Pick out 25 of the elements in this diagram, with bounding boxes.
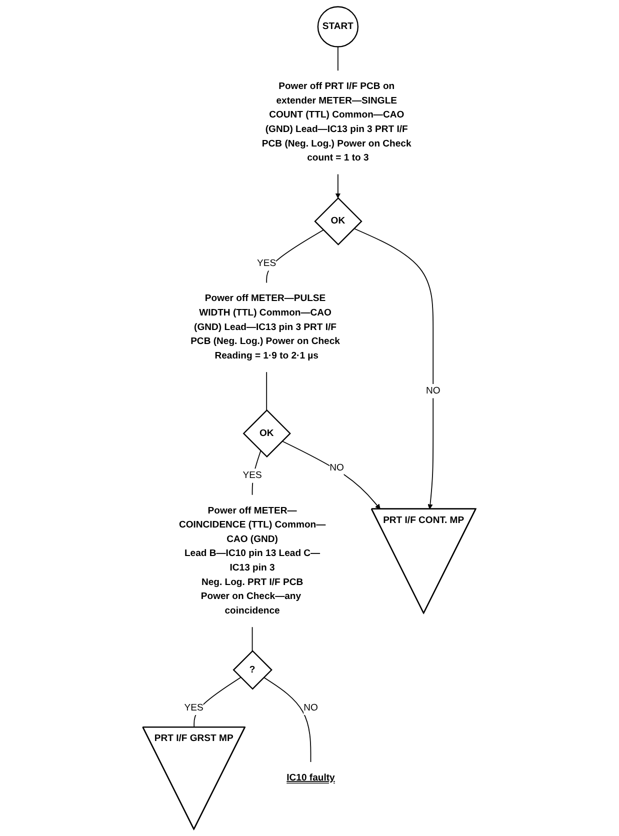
connector — [266, 230, 324, 284]
node-text: Power off PRT I/F PCB on extender METER—SINGLE COUNT (TTL) Common—CAO (GND) Lead—IC13 pin 3 PRT I/F PCB (Neg. Log.) Power on Check count = 1 to 3 — [262, 81, 412, 163]
node-diamond — [233, 650, 273, 690]
edge-label: YES — [243, 470, 262, 481]
node-diamond — [243, 409, 292, 458]
arrow — [282, 440, 381, 510]
edge-label: YES — [257, 258, 276, 268]
connector — [338, 46, 339, 72]
connector — [252, 626, 253, 652]
arrow — [354, 228, 434, 510]
node-text: Power off METER—COINCIDENCE (TTL) Common—CAO (GND) Lead B—IC10 pin 13 Lead C—IC13 pin 3 Neg. Log. PRT I/F PCB Power on Check—any coincidence — [179, 506, 326, 616]
node-diamond — [314, 197, 363, 246]
connector — [266, 372, 268, 411]
node-text: IC10 faulty — [286, 772, 336, 783]
connector — [194, 676, 242, 728]
node-circle — [318, 6, 359, 48]
edge-label: NO — [304, 702, 318, 713]
flowchart: YES NO YES NO YES NO START Power off PRT I/F PCB on extender METER—SINGLE COUNT (TTL) Common—CAO (GND) Lead—IC13 pin 3 PRT I/F PCB (Neg. Log.) Power on Check count = 1 to 3 OK Power off METER—PULSE WIDTH (TTL) Common—CAO (GND) Lead—IC13 pin 3 PRT I/F PCB (Neg. Log.) Power on Check Reading = 1·9 to 2·1 µs OK Power off METER—COINCIDENCE (TTL) Common—CAO (GND) Lead B—IC10 pin 13 Lead C—IC13 pin 3 Neg. Log. PRT I/F PCB Power on Check—any coincidence ? PRT I/F GRST MP IC10 faulty PRT I/F CONT. MP — [138, 2, 481, 834]
node-text: Power off METER—PULSE WIDTH (TTL) Common—CAO (GND) Lead—IC13 pin 3 PRT I/F PCB (Neg. Log.) Power on Check Reading = 1·9 to 2·1 µs — [190, 293, 340, 361]
arrow — [336, 174, 341, 198]
connector — [252, 450, 262, 496]
edge-label: YES — [184, 702, 204, 713]
connector — [264, 676, 312, 762]
edge-label: NO — [330, 462, 344, 473]
edge-label: NO — [426, 386, 441, 396]
